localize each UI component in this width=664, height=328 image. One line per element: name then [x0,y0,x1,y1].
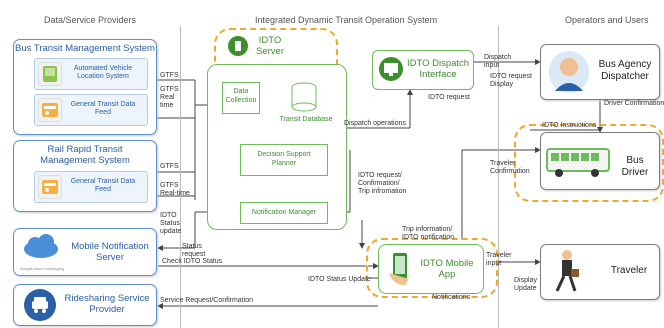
mobile-title-1: IDTO Mobile [420,258,474,269]
left-separator [180,26,181,328]
label-idto-request-confirmation: IDTO request/ Confirmation/ Trip infroma… [358,172,407,195]
mobile-app-dashed [366,238,498,298]
idto-dispatch-interface-box: IDTO Dispatch Interface [372,50,474,90]
database-icon [290,82,318,112]
bus-driver-title: Bus Driver [621,155,649,178]
label-gtfs-1: GTFS [160,72,179,79]
label-notifications: Notifications [432,294,471,301]
ridesharing-provider-box: Ridesharing Service Provider [13,284,157,326]
label-check-idto-status: Check IDTO Status [162,258,223,265]
bus-agency-dispatcher-box: Bus Agency Dispatcher [540,44,660,100]
dispatcher-title-2: Dispatcher [601,71,649,82]
section-title-providers: Data/Service Providers [44,15,137,25]
dispatch-title-2: Interface [419,68,457,80]
label-gtfs-realtime-2: GTFS Real-time [160,182,190,197]
dispatcher-title-1: Bus Agency [598,59,652,70]
dss-1: Decision Support [257,151,311,158]
mobile-notification-server-box: Google cloud messaging Mobile Notificati… [13,228,157,276]
gtfs-label-rail: General Transit Data Feed [70,178,136,193]
rail-transit-management-box: Rail Rapid Transit Management System Gen… [13,140,157,212]
data-collection-2: Collection [225,96,257,104]
label-service-request: Service Request/Confirmation [160,297,253,304]
notification-title-1: Mobile Notification [71,241,149,252]
gtfs-label-bus: General Transit Data Feed [70,101,136,116]
gtfs-subbox-bus: General Transit Data Feed [34,94,148,126]
data-collection-1: Data [233,88,249,95]
ridesharing-title-2: Provider [89,304,125,315]
decision-support-box: Decision Support Planner [240,144,328,176]
bus-transit-management-box: Bus Transit Management System Automated … [13,39,157,135]
rail-title-2: Management System [40,155,130,166]
rail-title-1: Rail Rapid Transit [47,144,123,155]
label-traveler-confirmation: Traveler Confirmation [490,160,530,175]
avl-label-1: Automated Vehicle Location System [73,65,133,80]
rail-feed-icon [38,175,62,199]
label-idto-status-update-2: IDTO Status Update [308,276,371,283]
bus-transit-title: Bus Transit Management System [15,43,155,54]
server-title-2: Server [256,45,284,57]
idto-mobile-app-box: IDTO Mobile App [378,244,484,294]
label-driver-confirmation: Driver Confirmation [604,100,664,107]
label-dispatch-input: Dispatch input [484,54,512,69]
dss-2: Planner [271,159,297,167]
gps-device-icon [38,62,62,86]
notification-manager-box: Notification Manager [240,202,328,224]
traveler-icon [551,249,581,295]
traveler-title: Traveler [610,265,648,276]
server-title-1: IDTO [258,35,282,46]
label-idto-request: IDTO request [428,94,470,101]
label-gtfs-realtime-1: GTFS Real time [160,86,179,109]
bus-icon [545,143,611,179]
gtfs-subbox-rail: General Transit Data Feed [34,171,148,203]
cloud-icon: Google cloud messaging [20,233,65,271]
right-separator [498,26,499,328]
notification-title-2: Server [96,252,124,263]
server-icon [228,36,248,56]
ridesharing-title-1: Ridesharing Service [64,293,150,304]
phone-hand-icon [387,251,413,287]
label-status-request: Status request [182,243,206,258]
data-collection-box: Data Collection [222,82,260,114]
section-title-system: Integrated Dynamic Transit Operation Sys… [255,15,438,25]
label-idto-instructions: IDTO Instructions [542,122,597,129]
car-icon [24,289,56,321]
label-gtfs-2: GTFS [160,163,179,170]
avl-subbox: Automated Vehicle Location System [34,58,148,90]
notification-manager-label: Notification Manager [251,209,317,216]
dispatch-title-1: IDTO Dispatch [406,58,470,69]
section-title-users: Operators and Users [565,15,649,25]
dispatcher-icon [549,51,589,93]
transit-database-label: Transit Database [279,116,333,123]
bus-driver-dashed [514,124,664,202]
label-idto-request-display: IDTO request Display [490,73,532,88]
label-trip-information: Trip information/ IDTO notification [402,226,455,241]
label-dispatch-operations: Dispatch operations [344,120,406,127]
label-display-update: Display Update [514,277,537,292]
dispatch-monitor-icon [379,57,403,81]
feed-icon [38,98,62,122]
label-idto-status-update: IDTO Status update [160,212,182,235]
label-traveler-input: Traveler input [486,252,512,267]
bus-driver-box: Bus Driver [540,132,660,190]
traveler-box: Traveler [540,244,660,300]
gcm-logo-text: Google cloud messaging [20,266,65,271]
mobile-title-2: App [438,268,456,280]
